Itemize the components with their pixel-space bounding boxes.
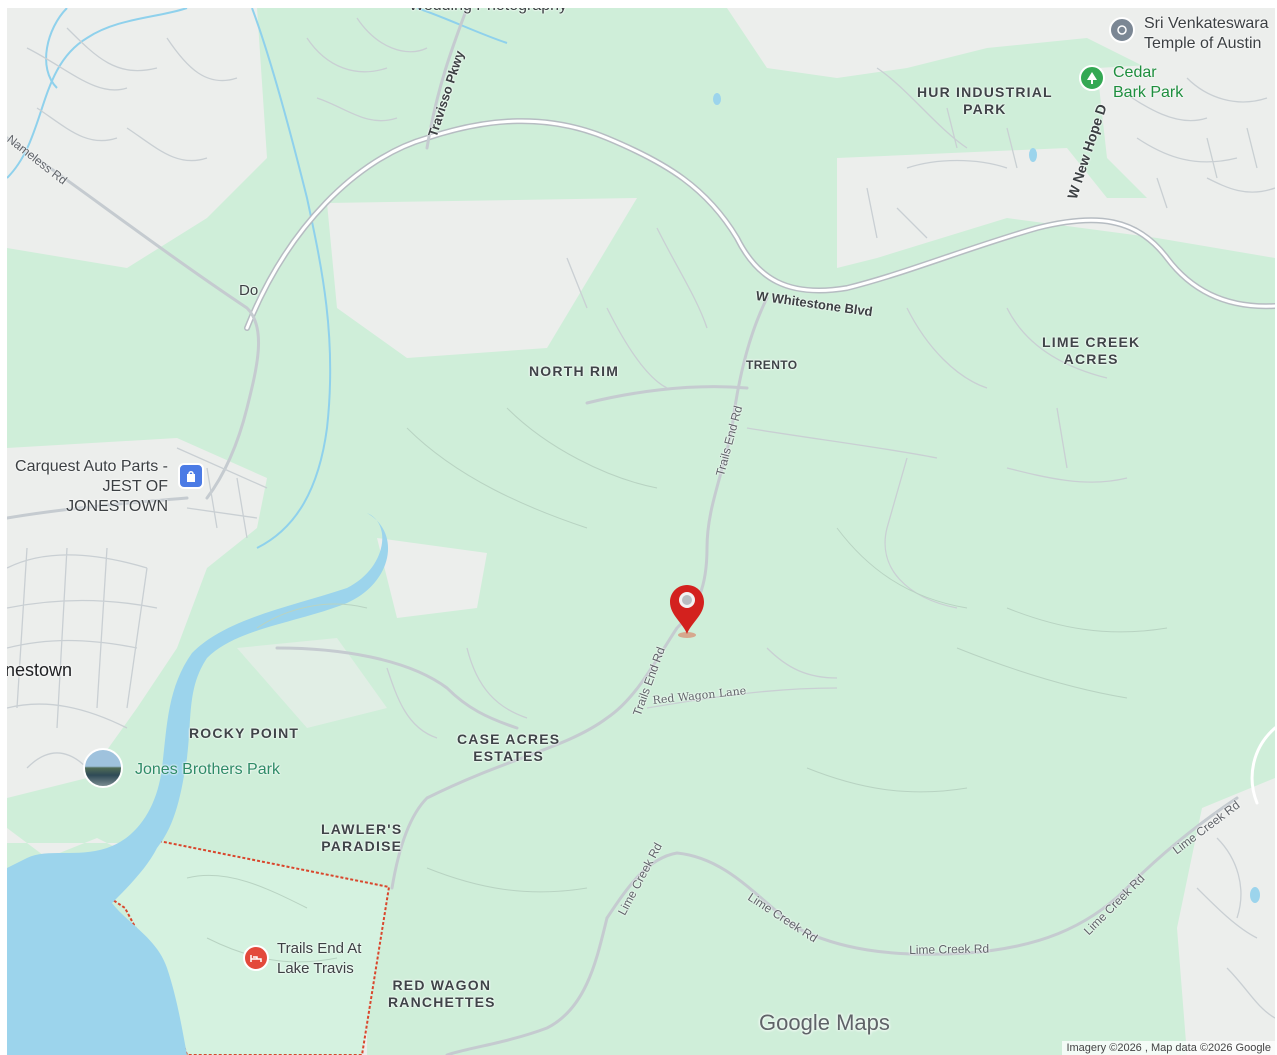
highways-inner — [245, 119, 1275, 805]
maps-logo-text: Maps — [836, 1010, 890, 1035]
lake-travis — [7, 513, 389, 1055]
developed-areas — [7, 8, 1275, 1055]
area-label-trento: TRENTO — [746, 358, 798, 372]
map-canvas[interactable]: NORTH RIM TRENTO HUR INDUSTRIAL PARK LIM… — [7, 8, 1275, 1055]
poi-label-partial[interactable]: Do — [239, 282, 259, 299]
ponds — [713, 93, 1260, 903]
lodging-icon[interactable] — [243, 945, 269, 971]
main-roads — [7, 8, 1239, 1055]
town-label-jonestown: nestown — [7, 660, 73, 680]
google-maps-logo: Google Maps — [759, 1010, 890, 1036]
area-label-lime-creek-acres: LIME CREEK ACRES — [1042, 334, 1141, 367]
shopping-bag-icon[interactable] — [178, 463, 204, 489]
local-roads — [7, 17, 1275, 1019]
area-label-hur-industrial-park: HUR INDUSTRIAL PARK — [917, 84, 1053, 117]
poi-label-wedding-photography[interactable]: Wedding Photography — [409, 8, 567, 16]
google-logo-text: Google — [759, 1010, 830, 1035]
map-attribution[interactable]: Imagery ©2026 , Map data ©2026 Google — [1062, 1041, 1275, 1055]
poi-label-jones-brothers-park[interactable]: Jones Brothers Park — [135, 761, 280, 778]
park-photo-thumbnail[interactable] — [83, 748, 123, 788]
area-label-case-acres-estates: CASE ACRES ESTATES — [457, 731, 561, 764]
road-label-lime-creek-3: Lime Creek Rd — [909, 941, 990, 957]
temple-icon[interactable] — [1109, 17, 1135, 43]
poi-label-carquest[interactable]: Carquest Auto Parts - JEST OF JONESTOWN — [15, 458, 168, 515]
poi-label-temple[interactable]: Sri Venkateswara Temple of Austin — [1144, 15, 1269, 52]
area-label-lawlers-paradise: LAWLER'S PARADISE — [321, 821, 403, 854]
area-label-red-wagon-ranchettes: RED WAGON RANCHETTES — [388, 977, 496, 1010]
poi-label-trails-end-at-lake-travis[interactable]: Trails End At Lake Travis — [277, 940, 362, 977]
area-label-north-rim: NORTH RIM — [529, 363, 620, 379]
location-pin-icon[interactable] — [667, 583, 707, 639]
tree-icon[interactable] — [1079, 65, 1105, 91]
area-label-rocky-point: ROCKY POINT — [189, 725, 300, 741]
poi-label-cedar-bark-park[interactable]: Cedar Bark Park — [1113, 64, 1184, 101]
